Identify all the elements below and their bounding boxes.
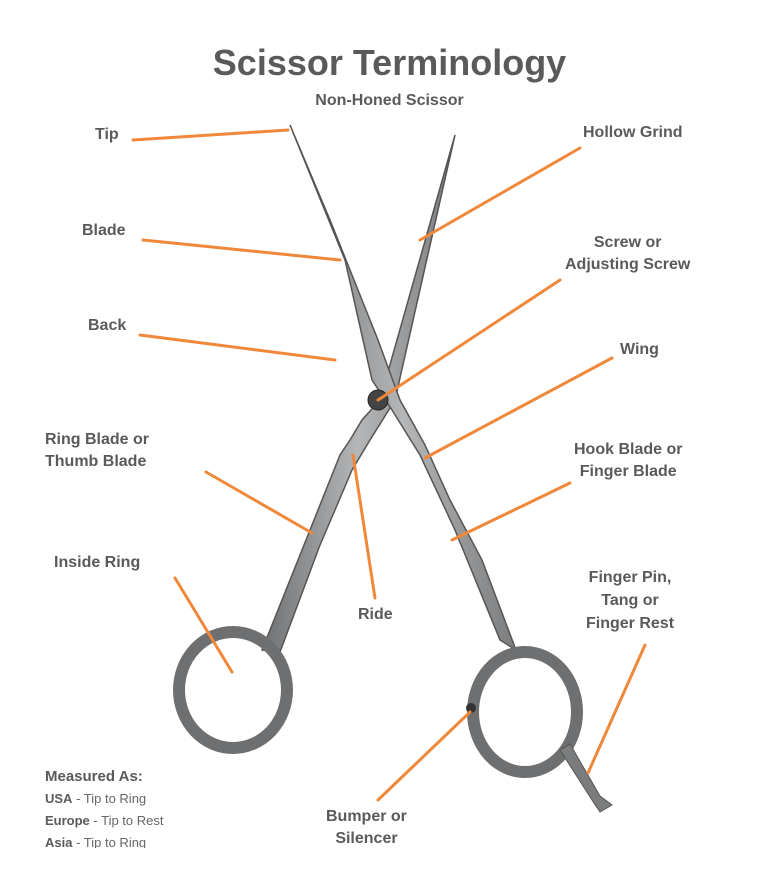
leader-bumper (376, 710, 472, 802)
leader-hollow-grind (418, 146, 582, 242)
page-title: Scissor Terminology (212, 42, 567, 83)
region: Asia (45, 835, 73, 848)
label-hook-blade: Hook Blade or Finger Blade (574, 439, 682, 483)
value: - Tip to Ring (72, 835, 147, 848)
label-line: Adjusting Screw (565, 256, 691, 273)
label-hollow-grind: Hollow Grind (583, 124, 683, 141)
label-line: Thumb Blade (45, 453, 147, 470)
measured-row: USA - Tip to Ring (45, 788, 164, 810)
label-back: Back (88, 317, 127, 334)
leader-screw (376, 278, 562, 402)
bumper (466, 703, 476, 713)
label-finger-pin: Finger Pin, Tang or Finger Rest (586, 566, 674, 635)
leader-tip (131, 128, 290, 142)
region: USA (45, 791, 73, 806)
measured-row: Asia - Tip to Ring (45, 832, 164, 848)
finger-ring (467, 646, 583, 778)
leader-wing (423, 356, 614, 460)
label-bumper: Bumper or Silencer (326, 806, 407, 848)
region: Europe (45, 813, 90, 828)
label-line: Screw or (593, 234, 662, 251)
label-line: Finger Blade (579, 463, 677, 480)
label-line: Tang or (601, 592, 659, 609)
leader-hook-blade (450, 481, 572, 542)
right-blade (260, 134, 456, 653)
finger-rest (559, 743, 613, 813)
value: - Tip to Ring (72, 791, 147, 806)
measured-row: Europe - Tip to Rest (45, 810, 164, 832)
leader-ride (351, 453, 377, 600)
measurement-notes: Measured As: USA - Tip to Ring Europe - … (45, 766, 164, 848)
label-line: Finger Rest (586, 615, 675, 632)
leader-finger-pin (586, 643, 647, 775)
leader-lines (131, 128, 647, 802)
label-line: Hook Blade or (574, 441, 683, 458)
value: - Tip to Rest (89, 813, 164, 828)
label-line: Finger Pin, (588, 569, 672, 586)
label-line: Silencer (335, 830, 398, 847)
leader-back (138, 333, 337, 362)
label-blade: Blade (82, 222, 126, 239)
label-ride: Ride (358, 606, 393, 623)
leader-ring-blade (204, 470, 314, 535)
label-tip: Tip (95, 126, 119, 143)
measured-heading: Measured As: (45, 768, 143, 785)
label-wing: Wing (620, 341, 659, 358)
label-screw: Screw or Adjusting Screw (565, 232, 690, 276)
leader-inside-ring (173, 576, 234, 674)
label-ring-blade: Ring Blade or Thumb Blade (45, 429, 149, 473)
label-line: Ring Blade or (45, 431, 150, 448)
leader-blade (141, 238, 342, 262)
label-inside-ring: Inside Ring (54, 554, 141, 571)
label-line: Bumper or (326, 808, 407, 825)
thumb-ring (173, 626, 293, 754)
subtitle: Non-Honed Scissor (315, 92, 464, 109)
